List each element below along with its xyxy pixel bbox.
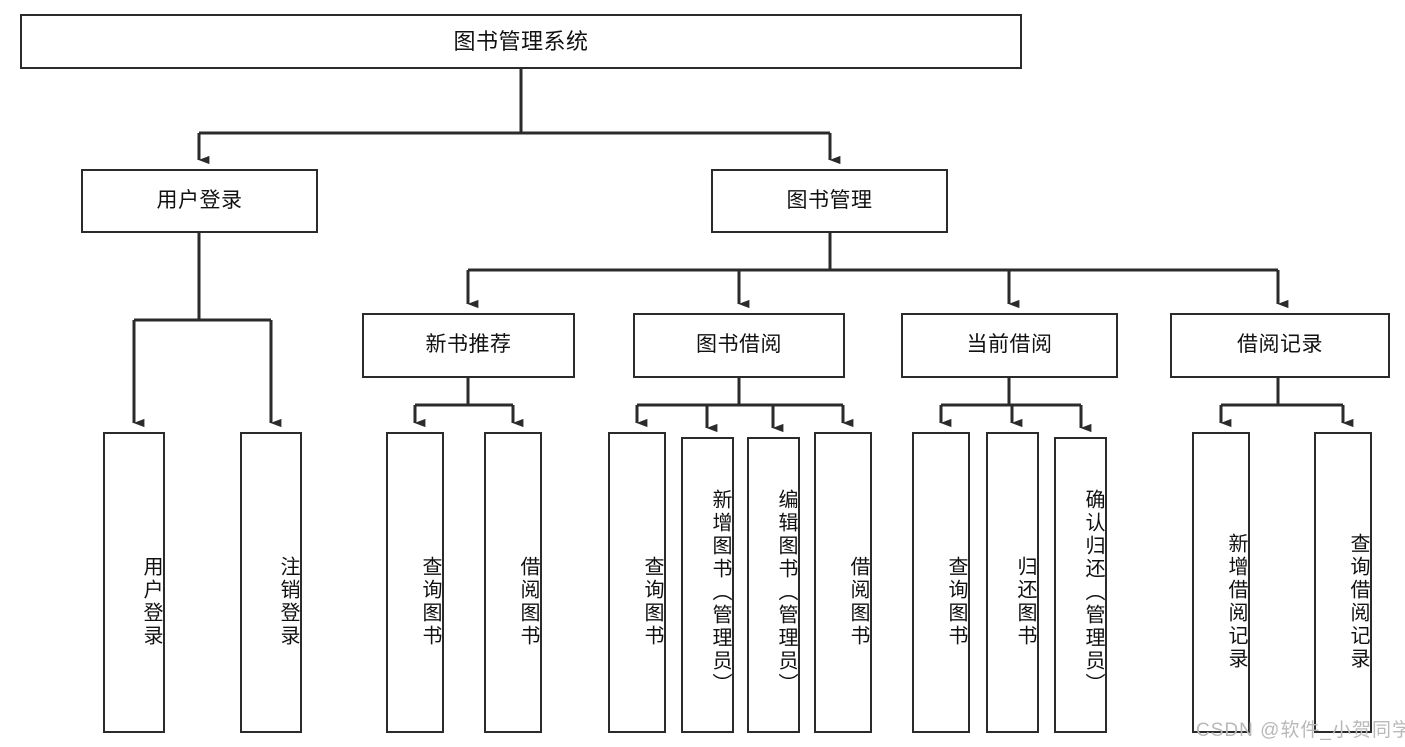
- node-leaf-新增图书管理员-5[interactable]: 新增图书（管理员）: [681, 437, 734, 733]
- node-leaf-借阅图书-7[interactable]: 借阅图书: [814, 432, 872, 733]
- node-leaf-用户登录-0[interactable]: 用户登录: [103, 432, 165, 733]
- node-level1-图书管理-1[interactable]: 图书管理: [711, 169, 948, 233]
- node-leaf-归还图书-9[interactable]: 归还图书: [986, 432, 1039, 733]
- node-leaf-新增借阅记录-11[interactable]: 新增借阅记录: [1192, 432, 1250, 733]
- node-level1-用户登录-0[interactable]: 用户登录: [81, 169, 318, 233]
- node-root-book-management-system[interactable]: 图书管理系统: [20, 14, 1022, 69]
- node-leaf-借阅图书-3[interactable]: 借阅图书: [484, 432, 542, 733]
- node-level2-新书推荐-0[interactable]: 新书推荐: [362, 313, 575, 378]
- node-leaf-确认归还管理员-10[interactable]: 确认归还（管理员）: [1054, 437, 1107, 733]
- node-leaf-查询图书-4[interactable]: 查询图书: [608, 432, 666, 733]
- node-level2-当前借阅-2[interactable]: 当前借阅: [901, 313, 1118, 378]
- csdn-watermark: CSDN @软件_小贺同学: [1196, 720, 1405, 741]
- node-leaf-注销登录-1[interactable]: 注销登录: [240, 432, 302, 733]
- node-leaf-查询图书-8[interactable]: 查询图书: [912, 432, 970, 733]
- node-leaf-查询图书-2[interactable]: 查询图书: [386, 432, 444, 733]
- node-level2-借阅记录-3[interactable]: 借阅记录: [1170, 313, 1390, 378]
- node-leaf-查询借阅记录-12[interactable]: 查询借阅记录: [1314, 432, 1372, 733]
- node-level2-图书借阅-1[interactable]: 图书借阅: [633, 313, 845, 378]
- node-leaf-编辑图书管理员-6[interactable]: 编辑图书（管理员）: [747, 437, 800, 733]
